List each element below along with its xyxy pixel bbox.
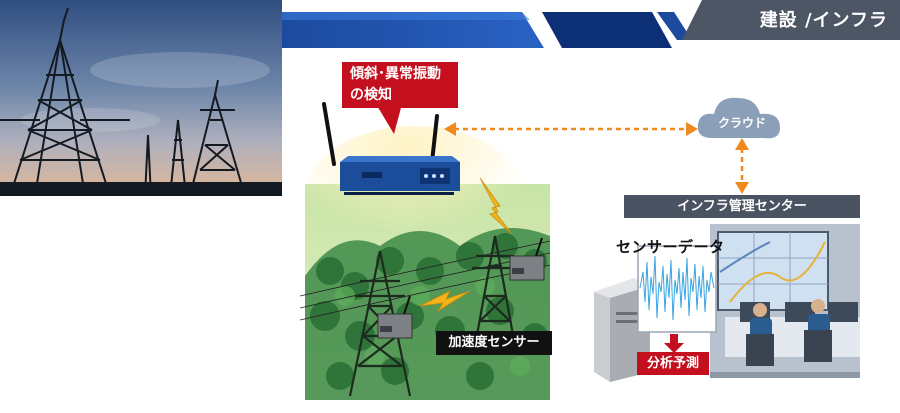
lightning-icon <box>419 177 513 312</box>
vertical-double-arrow <box>735 138 749 194</box>
sensor-box <box>377 295 413 339</box>
operator-figure <box>746 299 832 366</box>
accel-sensor-label: 加速度センサー <box>436 331 552 355</box>
control-room <box>594 224 860 382</box>
forest-scene <box>300 102 551 400</box>
callout-pointer <box>376 104 402 134</box>
router-gateway <box>322 102 460 195</box>
infra-center-title: インフラ管理センター <box>624 195 860 218</box>
sensor-data-label: センサーデータ <box>616 238 725 256</box>
header-band <box>282 0 900 48</box>
transmission-tower-photo <box>0 0 282 196</box>
category-title: 建設 /インフラ <box>759 10 888 31</box>
cloud-icon <box>697 97 780 139</box>
double-arrow <box>444 122 698 136</box>
cloud-label: クラウド <box>717 116 766 130</box>
analysis-label: 分析予測 <box>637 352 709 375</box>
detection-callout: 傾斜･異常振動 の検知 <box>342 62 458 108</box>
monitor-wall <box>717 231 829 311</box>
